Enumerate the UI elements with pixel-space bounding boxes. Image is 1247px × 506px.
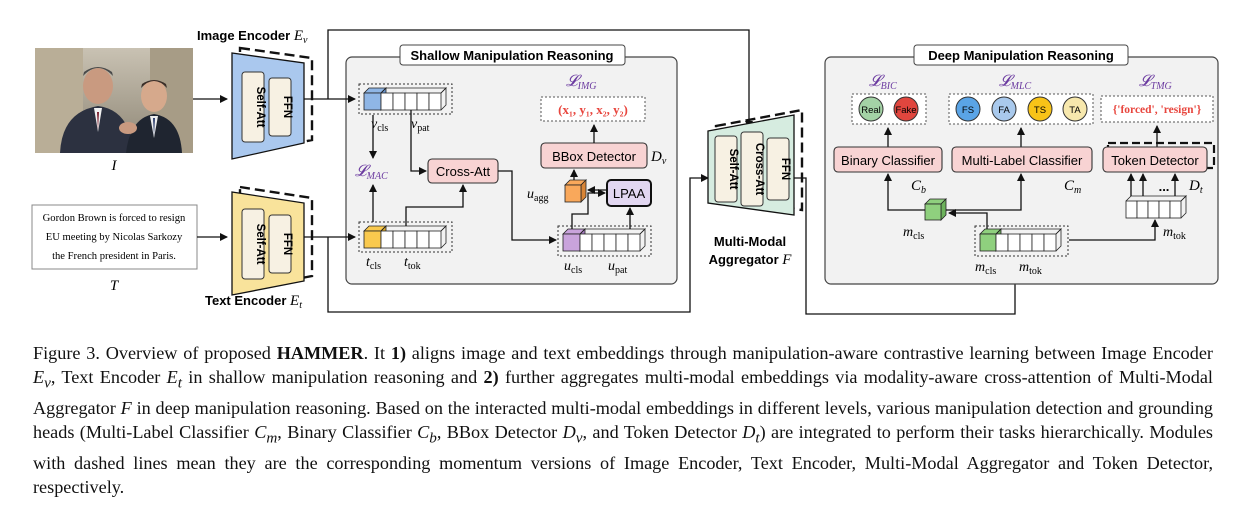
u-cls-label: ucls: [564, 259, 582, 276]
m-tok-ellipsis: ...: [1159, 179, 1170, 194]
text-token-row: [358, 221, 453, 253]
text-path-to-aggregator: [327, 174, 709, 313]
dt-symbol: Dt: [1188, 178, 1203, 196]
shallow-title: Shallow Manipulation Reasoning: [411, 48, 614, 63]
svg-text:Real: Real: [861, 105, 881, 116]
m-cls2-label: mcls: [975, 260, 996, 277]
svg-text:FS: FS: [962, 105, 974, 116]
bbox-detector-block: BBox Detector: [540, 142, 648, 169]
svg-text:Binary Classifier: Binary Classifier: [841, 153, 936, 168]
svg-text:FA: FA: [998, 105, 1010, 116]
aggregator-label-line-2: Aggregator F: [709, 252, 793, 268]
text-encoder-title: Text Encoder Et: [205, 293, 302, 311]
aggregator-cross-att: Cross-Att: [753, 143, 765, 196]
multi-modal-aggregator: Self-Att Cross-Att FFN: [707, 108, 804, 216]
input-text-box: Gordon Brown is forced to resign EU meet…: [31, 204, 198, 270]
text-encoder: Self-Att FFN Text Encoder Et: [205, 185, 314, 311]
ta-badge: [1062, 96, 1088, 122]
svg-text:TS: TS: [1034, 105, 1046, 116]
image-encoder-title: Image Encoder Ev: [197, 28, 308, 46]
token-output: {'forced', 'resign'}: [1113, 104, 1202, 116]
t-cls-label: tcls: [366, 255, 381, 272]
m-tok-row: [1125, 195, 1187, 219]
text-input-line-3: the French president in Paris.: [52, 251, 176, 262]
text-input-label: T: [110, 278, 120, 294]
aggregator-ffn: FFN: [779, 158, 791, 180]
aggregator-output-path: [794, 177, 1019, 315]
image-path-to-aggregator: [327, 29, 753, 129]
fs-badge: [955, 96, 981, 122]
cross-att-block: Cross-Att: [427, 158, 499, 184]
text-encoder-self-att: Self-Att: [254, 224, 266, 265]
image-input-label: I: [111, 158, 118, 174]
input-image: [35, 48, 193, 153]
svg-text:TA: TA: [1069, 105, 1081, 116]
text-input-line-1: Gordon Brown is forced to resign: [43, 213, 186, 224]
m-cls-token: [924, 198, 947, 221]
u-agg-token: [564, 179, 587, 203]
image-encoder: Image Encoder Ev Self-Att FFN: [197, 28, 314, 160]
bbox-detector-label: BBox Detector: [552, 149, 636, 164]
text-encoder-ffn: FFN: [281, 233, 293, 255]
hammer-architecture-figure: I Gordon Brown is forced to resign EU me…: [31, 28, 1219, 315]
cross-att-label: Cross-Att: [436, 164, 491, 179]
aggregator-label-line-1: Multi-Modal: [714, 234, 786, 249]
ts-badge: [1027, 96, 1053, 122]
binary-classifier-block: Binary Classifier: [833, 146, 943, 173]
svg-text:Token Detector: Token Detector: [1111, 153, 1199, 168]
real-badge: [858, 96, 884, 122]
lpaa-label: LPAA: [613, 186, 646, 201]
image-encoder-ffn: FFN: [281, 96, 293, 118]
fused-token-row: [557, 225, 652, 257]
u-pat-label: upat: [608, 259, 627, 276]
fa-badge: [991, 96, 1017, 122]
v-cls-label: vcls: [371, 117, 388, 134]
figure-caption: Figure 3. Overview of proposed HAMMER. I…: [33, 343, 1214, 498]
multi-label-classifier-block: Multi-Label Classifier: [951, 146, 1093, 173]
cm-symbol: Cm: [1064, 178, 1081, 196]
aggregator-self-att: Self-Att: [727, 149, 739, 190]
image-encoder-self-att: Self-Att: [254, 87, 266, 128]
svg-text:Fake: Fake: [895, 105, 916, 116]
u-agg-label: uagg: [527, 187, 548, 204]
t-tok-label: ttok: [404, 255, 421, 272]
deep-title: Deep Manipulation Reasoning: [928, 48, 1114, 63]
svg-text:Multi-Label Classifier: Multi-Label Classifier: [962, 153, 1083, 168]
m-tok-label: mtok: [1163, 225, 1186, 242]
aggregated-token-row: [974, 225, 1069, 257]
image-token-row: [358, 83, 453, 115]
m-cls-label: mcls: [903, 225, 924, 242]
bbox-output: (x₁, y₁, x₂, y₂): [558, 102, 628, 117]
text-input-line-2: EU meeting by Nicolas Sarkozy: [46, 232, 183, 243]
v-pat-label: vpat: [411, 117, 430, 134]
fake-badge: [893, 96, 919, 122]
token-detector-block: Token Detector: [1102, 141, 1216, 173]
m-tok2-label: mtok: [1019, 260, 1042, 277]
bbox-detector-symbol: Dv: [650, 149, 667, 167]
lpaa-block: LPAA: [606, 179, 652, 207]
cb-symbol: Cb: [911, 178, 926, 196]
